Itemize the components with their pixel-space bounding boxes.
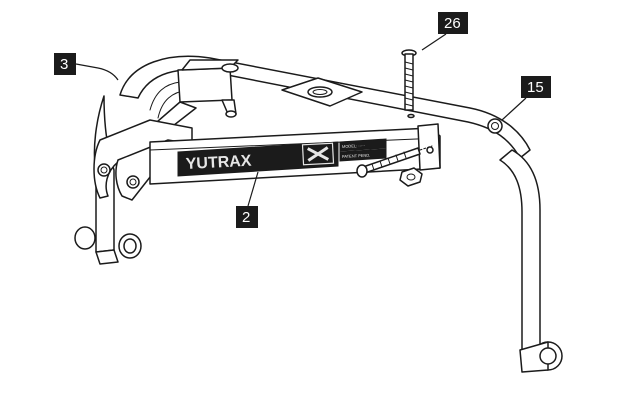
long-bolt <box>401 49 417 119</box>
callout-2: 2 <box>236 171 259 228</box>
hex-nut <box>399 167 423 187</box>
callout-3-label: 3 <box>60 56 68 73</box>
brand-badge: YUTRAX <box>177 141 339 177</box>
callout-15-label: 15 <box>527 79 544 96</box>
callout-15: 15 <box>501 76 551 121</box>
model-label: MODEL: ····· PATENT PEND. <box>339 138 387 162</box>
callout-2-label: 2 <box>242 209 250 226</box>
brand-text: YUTRAX <box>185 153 252 173</box>
patent-label-text: PATENT PEND. <box>342 153 371 159</box>
end-cap <box>487 118 503 134</box>
callout-26-label: 26 <box>444 15 461 32</box>
frame-assembly <box>74 55 563 373</box>
nameplate-bar: YUTRAX MODEL: ····· PATENT PEND. <box>149 123 441 185</box>
mounting-plate <box>281 77 363 107</box>
model-label-text: MODEL: ····· <box>342 143 365 149</box>
spring-bolt <box>356 145 433 178</box>
callout-3: 3 <box>54 53 119 81</box>
callout-26: 26 <box>421 12 468 51</box>
